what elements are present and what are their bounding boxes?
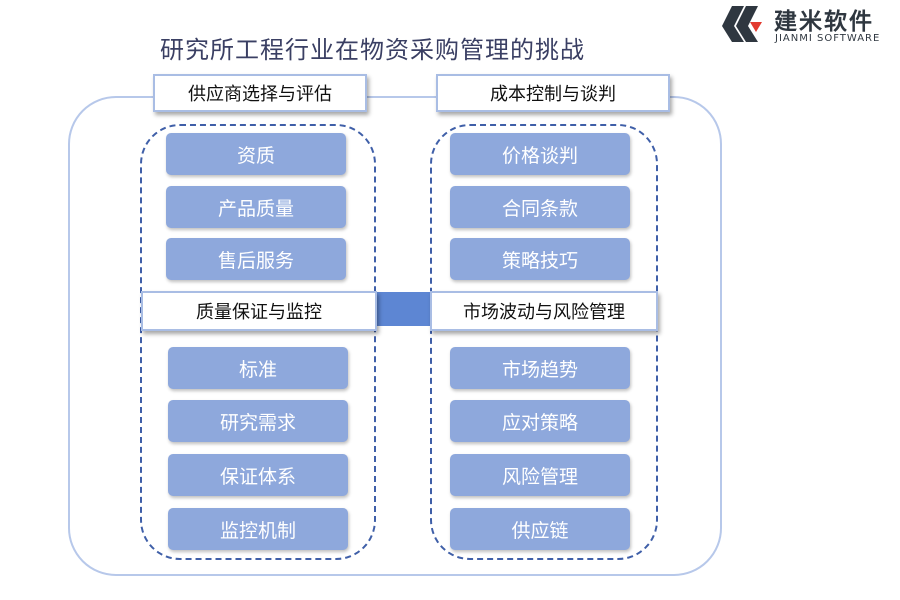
header-quality-assurance: 质量保证与监控	[141, 291, 377, 331]
item-supply-chain: 供应链	[450, 508, 630, 550]
item-market-trends: 市场趋势	[450, 347, 630, 389]
item-product-quality: 产品质量	[166, 186, 346, 228]
item-standards: 标准	[168, 347, 348, 389]
item-strategy-skills: 策略技巧	[450, 238, 630, 280]
header-cost-control: 成本控制与谈判	[436, 74, 670, 112]
item-qualification: 资质	[166, 133, 346, 175]
brand-logo-icon	[722, 6, 762, 42]
item-contract-terms: 合同条款	[450, 186, 630, 228]
item-price-negotiation: 价格谈判	[450, 133, 630, 175]
left-dashed-column	[140, 124, 376, 560]
brand-name: 建米软件	[774, 9, 874, 35]
header-market-risk: 市场波动与风险管理	[430, 291, 658, 331]
item-response-strategy: 应对策略	[450, 400, 630, 442]
header-supplier-selection: 供应商选择与评估	[153, 74, 367, 112]
item-monitoring-mechanism: 监控机制	[168, 508, 348, 550]
item-assurance-system: 保证体系	[168, 454, 348, 496]
item-after-sales-service: 售后服务	[166, 238, 346, 280]
page-title: 研究所工程行业在物资采购管理的挑战	[160, 36, 585, 64]
item-research-needs: 研究需求	[168, 400, 348, 442]
center-connector	[374, 292, 436, 326]
right-dashed-column	[430, 124, 658, 560]
outer-frame	[68, 96, 722, 576]
brand-subtitle: JIANMI SOFTWARE	[775, 33, 881, 44]
item-risk-management: 风险管理	[450, 454, 630, 496]
brand-logo: 建米软件 JIANMI SOFTWARE	[722, 2, 900, 48]
